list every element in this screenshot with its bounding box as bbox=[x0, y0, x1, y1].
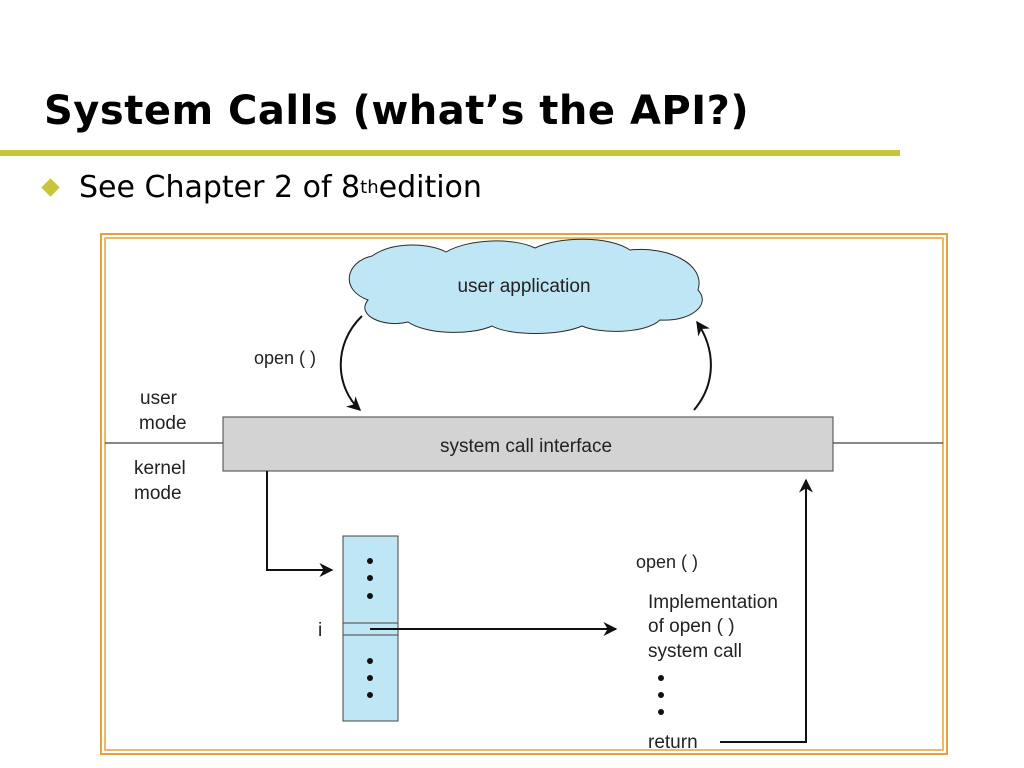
open-call-label: open ( ) bbox=[254, 348, 316, 368]
system-call-interface-label: system call interface bbox=[440, 436, 612, 457]
table-dot bbox=[367, 658, 373, 664]
bullet-text-suffix: edition bbox=[378, 170, 482, 205]
impl-description-line2: of open ( ) bbox=[648, 616, 735, 637]
diagram-frame-inner bbox=[104, 237, 944, 751]
table-dot bbox=[367, 575, 373, 581]
table-dot bbox=[367, 675, 373, 681]
return-to-interface-arrow bbox=[720, 478, 813, 743]
open-call-arrow bbox=[339, 315, 363, 411]
impl-return-label: return bbox=[648, 732, 698, 753]
table-dot bbox=[367, 593, 373, 599]
table-index-label: i bbox=[318, 620, 322, 641]
slide-title: System Calls (what’s the API?) bbox=[44, 88, 750, 134]
kernel-mode-label-line2: mode bbox=[134, 483, 182, 504]
impl-open-label: open ( ) bbox=[636, 552, 698, 572]
table-dot bbox=[367, 558, 373, 564]
return-to-app-arrow bbox=[693, 320, 712, 411]
user-mode-label-line2: mode bbox=[139, 413, 187, 434]
title-divider bbox=[0, 150, 900, 156]
user-mode-label-line1: user bbox=[140, 388, 178, 409]
bullet-text-prefix: See Chapter 2 of 8 bbox=[79, 170, 361, 205]
diagram-frame-outer bbox=[100, 233, 948, 755]
impl-dot bbox=[658, 709, 664, 715]
table-dot bbox=[367, 692, 373, 698]
bullet-text-superscript: th bbox=[360, 177, 379, 198]
impl-description-line1: Implementation bbox=[648, 592, 778, 613]
cloud-label: user application bbox=[457, 276, 590, 297]
impl-dot bbox=[658, 675, 664, 681]
impl-dot bbox=[658, 692, 664, 698]
impl-description-line3: system call bbox=[648, 641, 742, 662]
kernel-mode-label-line1: kernel bbox=[134, 458, 186, 479]
system-call-interface-bar bbox=[222, 416, 834, 472]
user-application-cloud bbox=[348, 238, 703, 334]
dispatch-arrow bbox=[266, 471, 334, 577]
